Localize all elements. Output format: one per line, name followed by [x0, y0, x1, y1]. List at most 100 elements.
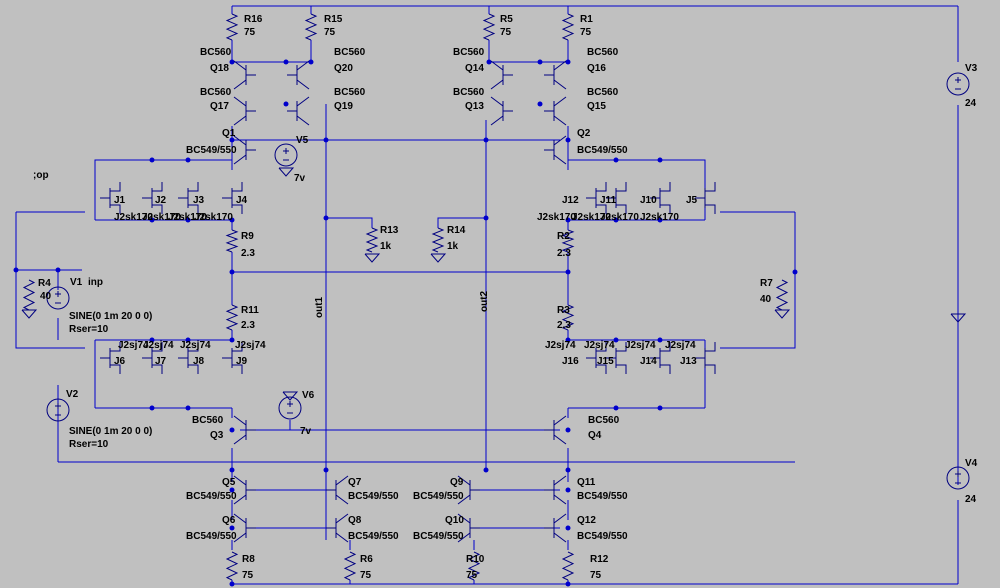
label-r15-ref: R15 [324, 14, 343, 25]
label-j4-ref: J4 [236, 195, 248, 206]
label-r12-val: 75 [590, 570, 602, 581]
junction-dot [149, 337, 155, 343]
label-q3-model: BC560 [192, 415, 224, 426]
label-r12-ref: R12 [590, 554, 609, 565]
transistor-q17-emitter [233, 115, 247, 126]
junction-dot [229, 525, 235, 531]
label-q12-model: BC549/550 [577, 531, 628, 542]
jfet-j10-drain [660, 182, 671, 192]
jfet-j1-drain [110, 182, 121, 192]
label-v5-val: 7v [294, 173, 306, 184]
wire [568, 159, 706, 220]
transistor-q10-emitter [457, 532, 471, 543]
resistor-r5 [482, 13, 496, 41]
jfet-j4-source [232, 204, 243, 214]
label-j5-ref: J5 [686, 195, 698, 206]
jfet-j4-drain [232, 182, 243, 192]
voltage-source-v1 [46, 286, 70, 310]
transistor-q20-emitter [296, 79, 310, 90]
label-q1-model: BC549/550 [186, 145, 237, 156]
label-j12-ref: J12 [562, 195, 579, 206]
transistor-q19-collector [296, 96, 310, 107]
label-j10-model: J2sk170 [600, 212, 639, 223]
wire [94, 159, 232, 220]
transistor-q11-emitter [553, 494, 567, 505]
junction-dot [565, 269, 571, 275]
label-q4-model: BC560 [588, 415, 620, 426]
junction-dot [565, 217, 571, 223]
transistor-q16-collector [553, 60, 567, 71]
transistor-q10-collector [457, 513, 471, 524]
label-j9-ref: J9 [236, 356, 248, 367]
junction-dot [657, 217, 663, 223]
label-j3-ref: J3 [193, 195, 205, 206]
transistor-q8-emitter [335, 532, 349, 543]
label-q15-model: BC560 [587, 87, 619, 98]
transistor-q15-emitter [553, 115, 567, 126]
label-r5-val: 75 [500, 27, 512, 38]
transistor-q6-emitter [233, 532, 247, 543]
junction-dot [283, 101, 289, 107]
label-q13-model: BC560 [453, 87, 485, 98]
transistor-q5-collector [233, 475, 247, 486]
junction-dot [149, 405, 155, 411]
transistor-q11-collector [553, 475, 567, 486]
net-label-out2: out2 [479, 290, 490, 312]
label-q10-model: BC549/550 [413, 531, 464, 542]
label-r15-val: 75 [324, 27, 336, 38]
resistor-r10 [467, 551, 481, 581]
label-r4-ref: R4 [38, 278, 51, 289]
junction-dot [149, 217, 155, 223]
label-q2-model: BC549/550 [577, 145, 628, 156]
label-q14-model: BC560 [453, 47, 485, 58]
label-j1-ref: J1 [114, 195, 126, 206]
label-q2-ref: Q2 [577, 128, 591, 139]
junction-dot [483, 467, 489, 473]
ground-r4 [21, 309, 38, 319]
label-v5-ref: V5 [296, 135, 309, 146]
label-r14-val: 1k [447, 241, 459, 252]
jfet-j15-source [616, 364, 627, 374]
junction-dot [229, 581, 235, 587]
label-v2-rser: Rser=10 [69, 439, 109, 450]
label-q20-ref: Q20 [334, 63, 353, 74]
label-q1-ref: Q1 [222, 128, 236, 139]
label-v2-ref: V2 [66, 389, 79, 400]
label-r6-ref: R6 [360, 554, 373, 565]
junction-dot [565, 427, 571, 433]
jfet-j15-drain [616, 342, 627, 352]
label-q7-ref: Q7 [348, 477, 362, 488]
transistor-q13-collector [490, 96, 504, 107]
junction-dot [537, 101, 543, 107]
junction-dot [185, 337, 191, 343]
label-v6-ref: V6 [302, 390, 315, 401]
junction-dot [565, 487, 571, 493]
transistor-q12-emitter [553, 532, 567, 543]
resistor-r13 [365, 227, 379, 253]
label-r1-val: 75 [580, 27, 592, 38]
label-q10-ref: Q10 [445, 515, 464, 526]
jfet-j3-source [188, 204, 199, 214]
junction-dot [13, 267, 19, 273]
transistor-q17-collector [233, 96, 247, 107]
label-r1-ref: R1 [580, 14, 593, 25]
label-q18-model: BC560 [200, 47, 232, 58]
label-q14-ref: Q14 [465, 63, 484, 74]
resistor-r7 [775, 279, 789, 311]
jfet-j8-drain [188, 342, 199, 352]
junction-dot [283, 59, 289, 65]
label-j7-model: J2sj74 [143, 340, 174, 351]
label-v4-ref: V4 [965, 458, 978, 469]
transistor-q3-emitter [233, 434, 247, 445]
junction-dot [565, 337, 571, 343]
transistor-q1-collector [233, 135, 247, 146]
label-r7-ref: R7 [760, 278, 773, 289]
label-j11-ref: J11 [600, 195, 617, 206]
label-j15-ref: J15 [597, 356, 614, 367]
label-v1-sine: SINE(0 1m 20 0 0) [69, 311, 152, 322]
label-v6-val: 7v [300, 426, 312, 437]
label-q7-model: BC549/550 [348, 491, 399, 502]
resistor-r1 [561, 13, 575, 41]
label-r3-val: 2.3 [557, 320, 571, 331]
transistor-q8-collector [335, 513, 349, 524]
